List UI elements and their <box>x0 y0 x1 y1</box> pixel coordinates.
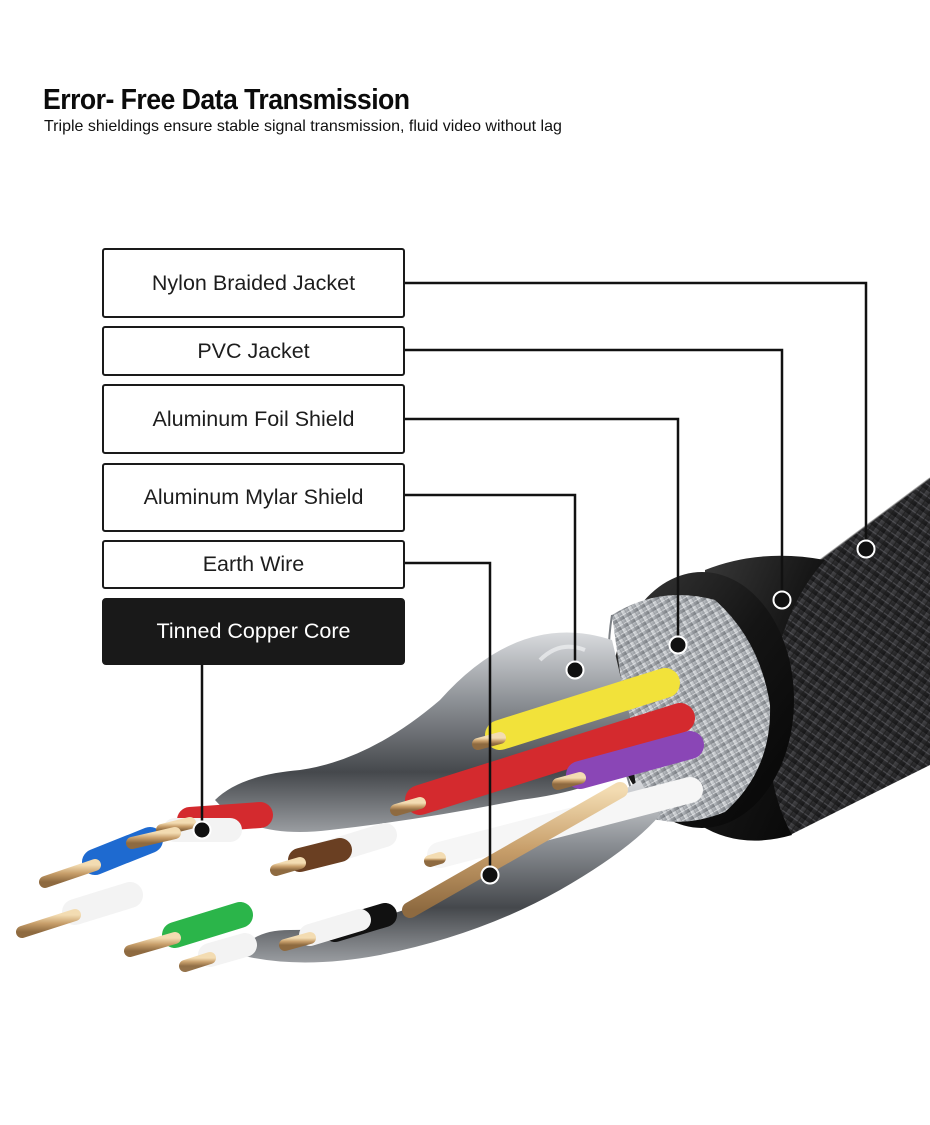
dot-aluminum-foil-shield <box>670 637 687 654</box>
label-text: PVC Jacket <box>197 339 309 364</box>
nylon-braided-jacket-shape <box>768 478 930 835</box>
label-text: Earth Wire <box>203 552 305 577</box>
label-aluminum-foil-shield: Aluminum Foil Shield <box>102 384 405 454</box>
label-pvc-jacket: PVC Jacket <box>102 326 405 376</box>
dot-nylon-braided-jacket <box>858 541 875 558</box>
dot-aluminum-mylar-shield <box>567 662 584 679</box>
label-earth-wire: Earth Wire <box>102 540 405 589</box>
dot-earth-wire <box>482 867 499 884</box>
label-aluminum-mylar-shield: Aluminum Mylar Shield <box>102 463 405 532</box>
label-text: Aluminum Foil Shield <box>153 407 355 432</box>
dot-pvc-jacket <box>774 592 791 609</box>
label-text: Tinned Copper Core <box>156 619 350 644</box>
label-text: Aluminum Mylar Shield <box>144 485 364 510</box>
dot-tinned-copper-core <box>194 822 211 839</box>
label-tinned-copper-core: Tinned Copper Core <box>102 598 405 665</box>
label-nylon-braided-jacket: Nylon Braided Jacket <box>102 248 405 318</box>
leader-nylon-braided-jacket <box>405 283 866 549</box>
label-text: Nylon Braided Jacket <box>152 271 355 296</box>
